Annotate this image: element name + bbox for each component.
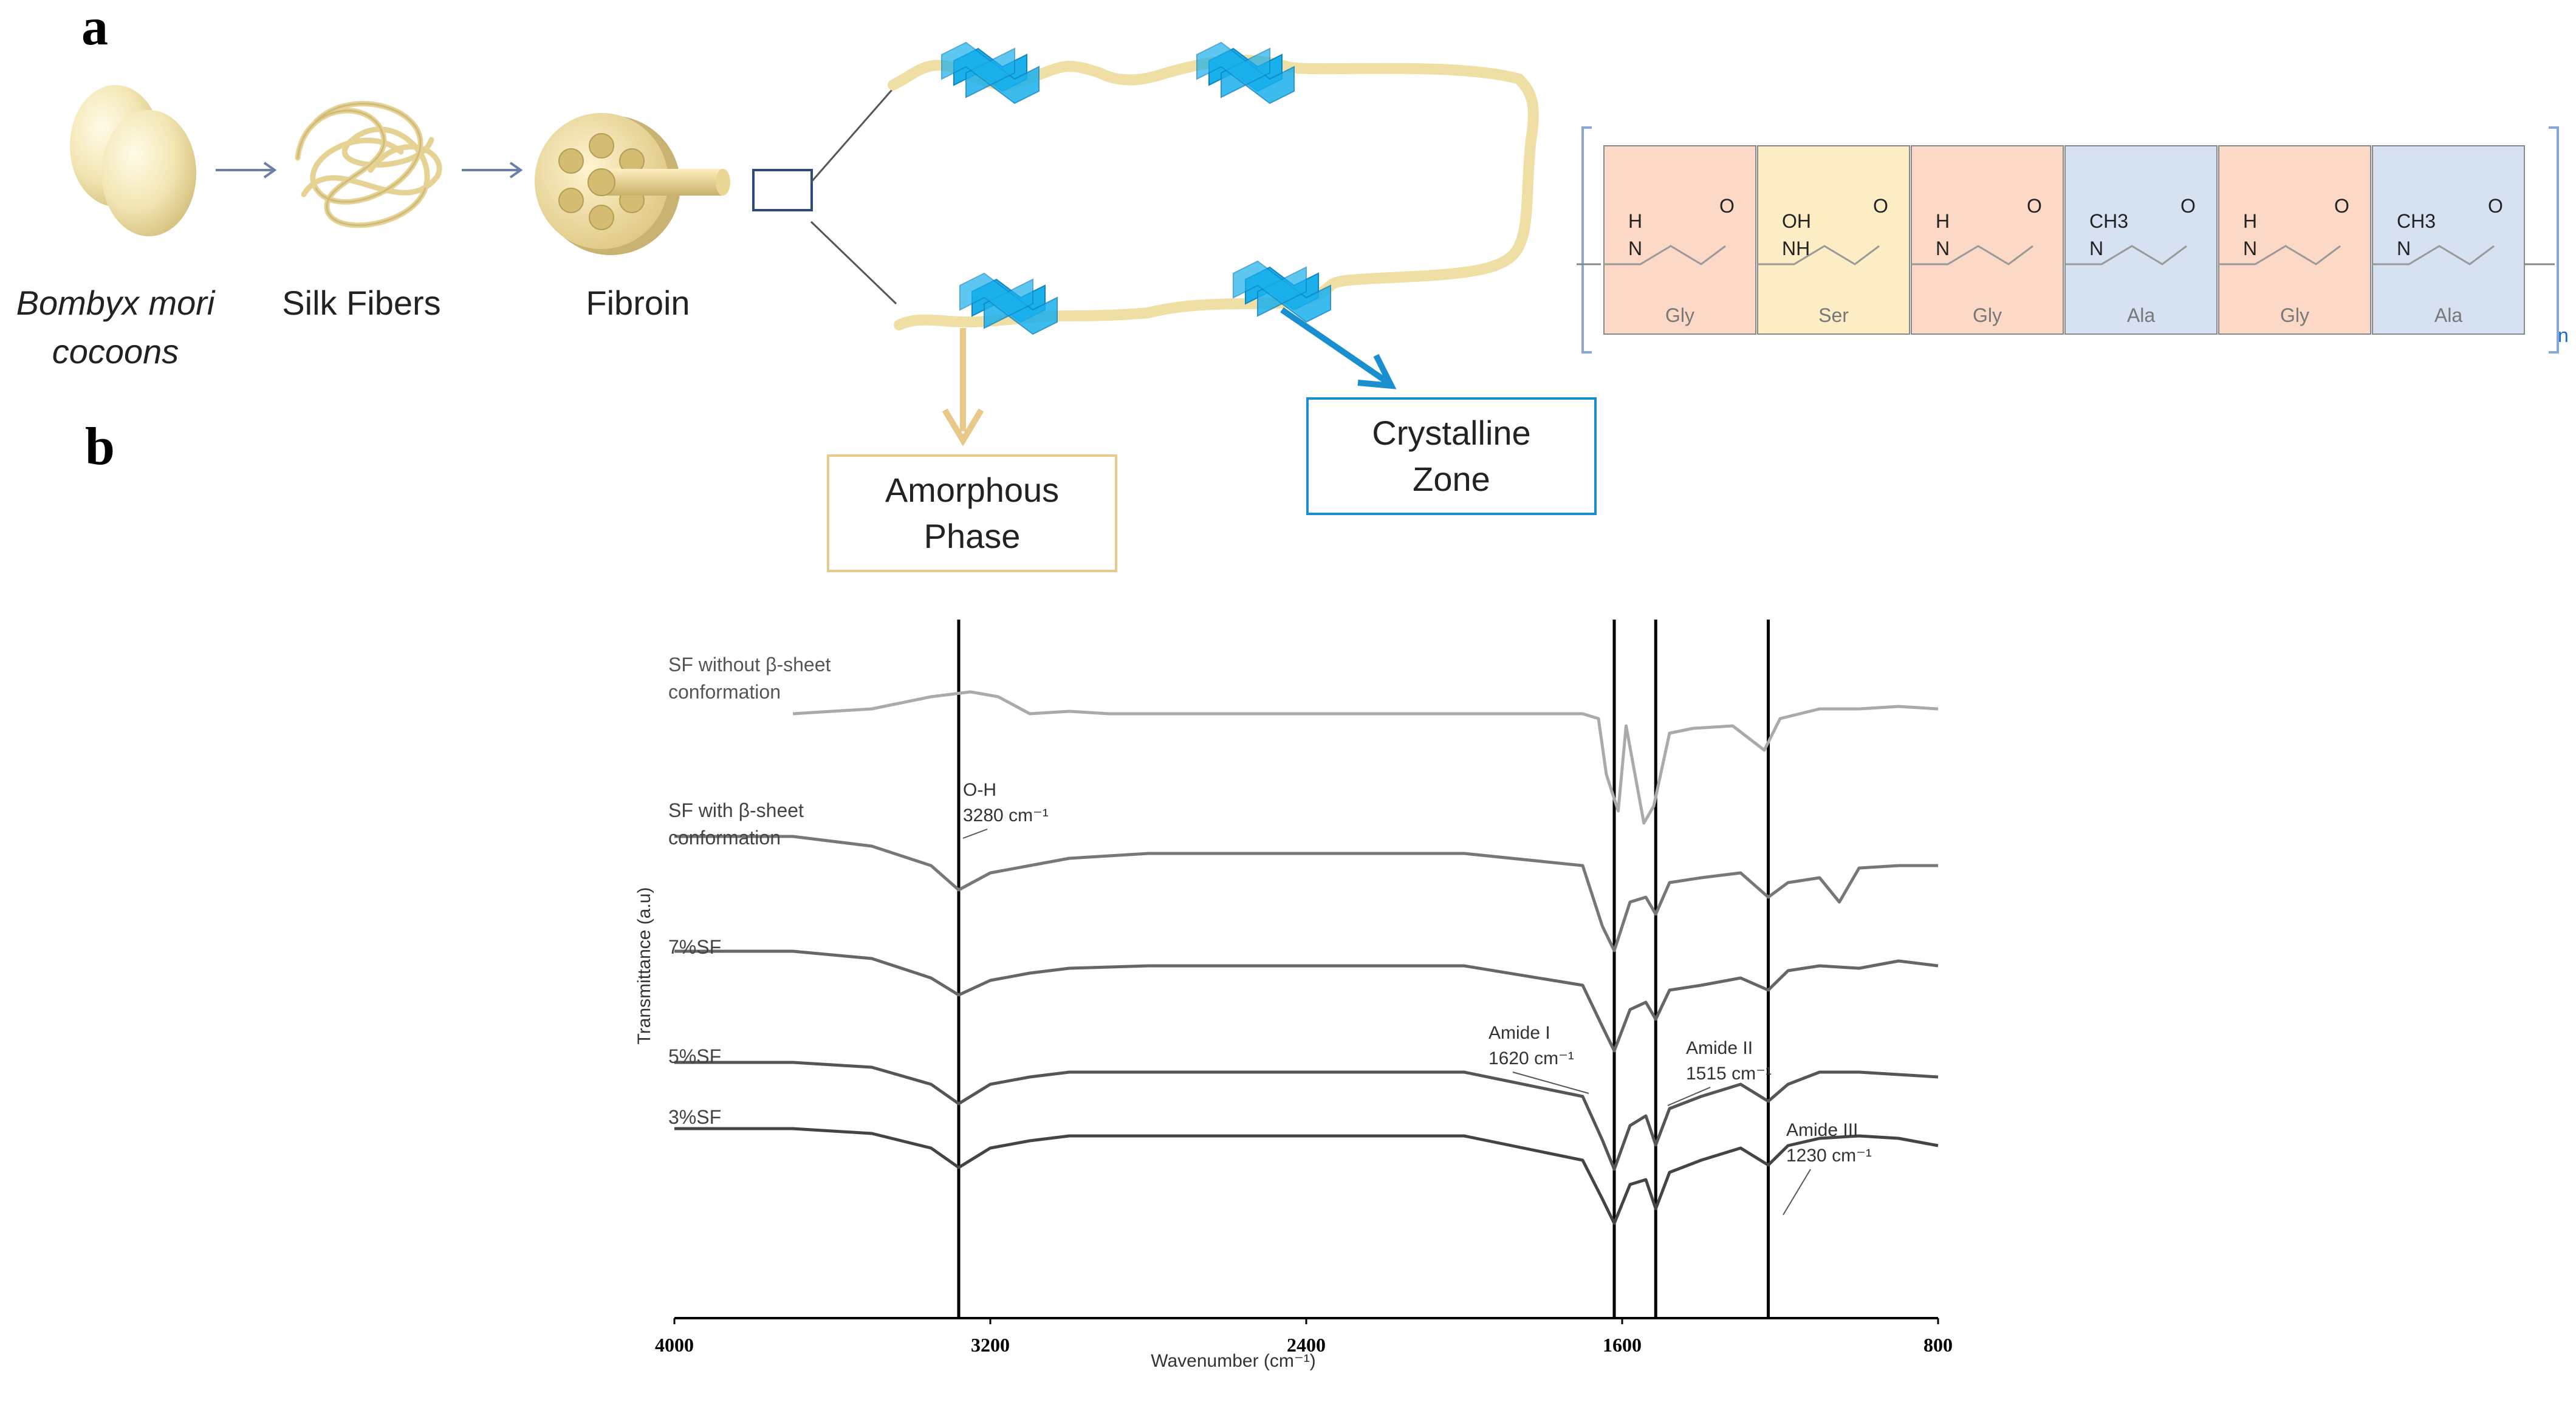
residue-gly: HN O Gly <box>1603 145 1756 335</box>
annotation-value: 1230 cm⁻¹ <box>1786 1146 1872 1166</box>
silk-fibers-caption: Silk Fibers <box>282 284 441 322</box>
cocoons-illustration <box>70 85 196 236</box>
residue-side-group: O <box>1719 195 1735 217</box>
x-tick-label: 800 <box>1923 1334 1953 1356</box>
arrow-icon <box>462 162 523 179</box>
series-line-3 <box>674 1061 1939 1171</box>
residue-side-group: O <box>1873 195 1888 217</box>
x-tick-label: 1600 <box>1603 1334 1642 1356</box>
amorphous-line1: Amorphous <box>885 471 1060 510</box>
residue-backbone-atom: N <box>1936 238 1950 259</box>
residue-name: Ala <box>2127 304 2155 326</box>
residue-top-atom: H <box>1936 210 1950 232</box>
series-label-s2: 7%SF <box>668 936 721 958</box>
residue-ser: OH NH O Ser <box>1757 145 1910 335</box>
residue-side-group: O <box>2027 195 2042 217</box>
silk-fibers-illustration <box>295 101 442 228</box>
residue-backbone-atom: N <box>1628 238 1642 259</box>
residue-side-group: O <box>2488 195 2503 217</box>
right-bracket-icon <box>2549 126 2559 354</box>
cocoons-caption-line2: cocoons <box>52 332 179 371</box>
annotation-label: Amide III <box>1786 1120 1858 1140</box>
cocoons-caption-line1: Bombyx mori <box>16 284 215 322</box>
annotation-pointer <box>962 829 988 839</box>
series-line-0 <box>792 690 1939 825</box>
amorphous-phase-box: Amorphous Phase <box>827 454 1117 572</box>
series-line-4 <box>674 1127 1939 1225</box>
residue-side-group: O <box>2334 195 2349 217</box>
x-axis-label: Wavenumber (cm⁻¹) <box>1151 1351 1315 1371</box>
zoom-box <box>752 169 813 211</box>
repeat-subscript: n <box>2558 324 2569 346</box>
residue-backbone-atom: N <box>2089 238 2103 259</box>
residue-name: Gly <box>2280 304 2309 326</box>
crystalline-zone-box: Crystalline Zone <box>1306 397 1597 515</box>
annotation-label: Amide II <box>1686 1038 1753 1058</box>
annotation-label: O-H <box>963 780 996 800</box>
residue-name: Gly <box>1973 304 2002 326</box>
panel-b-label: b <box>85 417 115 476</box>
residue-backbone-atom: NH <box>1782 238 1810 259</box>
residue-top-atom: H <box>1628 210 1642 232</box>
residue-name: Gly <box>1665 304 1694 326</box>
series-label-s0-line1: SF without β-sheet <box>668 654 831 675</box>
residue-top-atom: H <box>2243 210 2257 232</box>
fibroin-illustration <box>535 113 813 255</box>
series-label-s1-line2: conformation <box>668 827 781 849</box>
series-line-2 <box>674 949 1939 1053</box>
peptide-sequence: n HNOGlyOHNHOSerHNOGlyCH3NOAlaHNOGlyCH3N… <box>1577 126 2569 354</box>
left-bracket-icon <box>1581 126 1592 354</box>
arrow-icon <box>216 162 277 179</box>
residue-backbone-atom: N <box>2243 238 2257 259</box>
annotation-pointer <box>1783 1169 1811 1215</box>
annotation-pointer <box>1512 1072 1589 1094</box>
panel-a-label: a <box>81 0 108 56</box>
residue-side-group: O <box>2180 195 2196 217</box>
residue-gly: HN O Gly <box>2218 145 2371 335</box>
series-line-1 <box>674 835 1938 952</box>
crystalline-line2: Zone <box>1413 460 1490 498</box>
residue-top-atom: CH3 <box>2089 210 2128 232</box>
cocoon-front-icon <box>101 110 196 236</box>
annotation-value: 1620 cm⁻¹ <box>1488 1048 1574 1068</box>
series-label-s4: 3%SF <box>668 1106 721 1128</box>
residue-name: Ser <box>1818 304 1849 326</box>
residue-top-atom: OH <box>1782 210 1811 232</box>
annotation-value: 1515 cm⁻¹ <box>1686 1064 1772 1084</box>
y-axis-label: Transmittance (a.u) <box>634 887 654 1045</box>
residue-name: Ala <box>2434 304 2462 326</box>
x-tick-label: 2400 <box>1287 1334 1326 1356</box>
x-tick-label: 4000 <box>655 1334 694 1356</box>
annotation-label: Amide I <box>1488 1023 1550 1043</box>
series-label-s3: 5%SF <box>668 1045 721 1067</box>
fibroin-caption: Fibroin <box>586 284 690 322</box>
residue-gly: HN O Gly <box>1911 145 2064 335</box>
residue-backbone-atom: N <box>2397 238 2411 259</box>
silk-chain-illustration <box>810 41 1539 446</box>
series-label-s1-line1: SF with β-sheet <box>668 799 804 821</box>
amorphous-line2: Phase <box>923 517 1021 555</box>
crystalline-line1: Crystalline <box>1372 414 1531 453</box>
ftir-chart: 4000 3200 2400 1600 800 SF without β-sheet c… <box>634 620 1953 1371</box>
annotation-value: 3280 cm⁻¹ <box>963 805 1049 826</box>
x-tick-label: 3200 <box>971 1334 1010 1356</box>
annotation-pointer <box>1667 1087 1711 1106</box>
residue-top-atom: CH3 <box>2397 210 2436 232</box>
series-label-s0-line2: conformation <box>668 681 781 703</box>
